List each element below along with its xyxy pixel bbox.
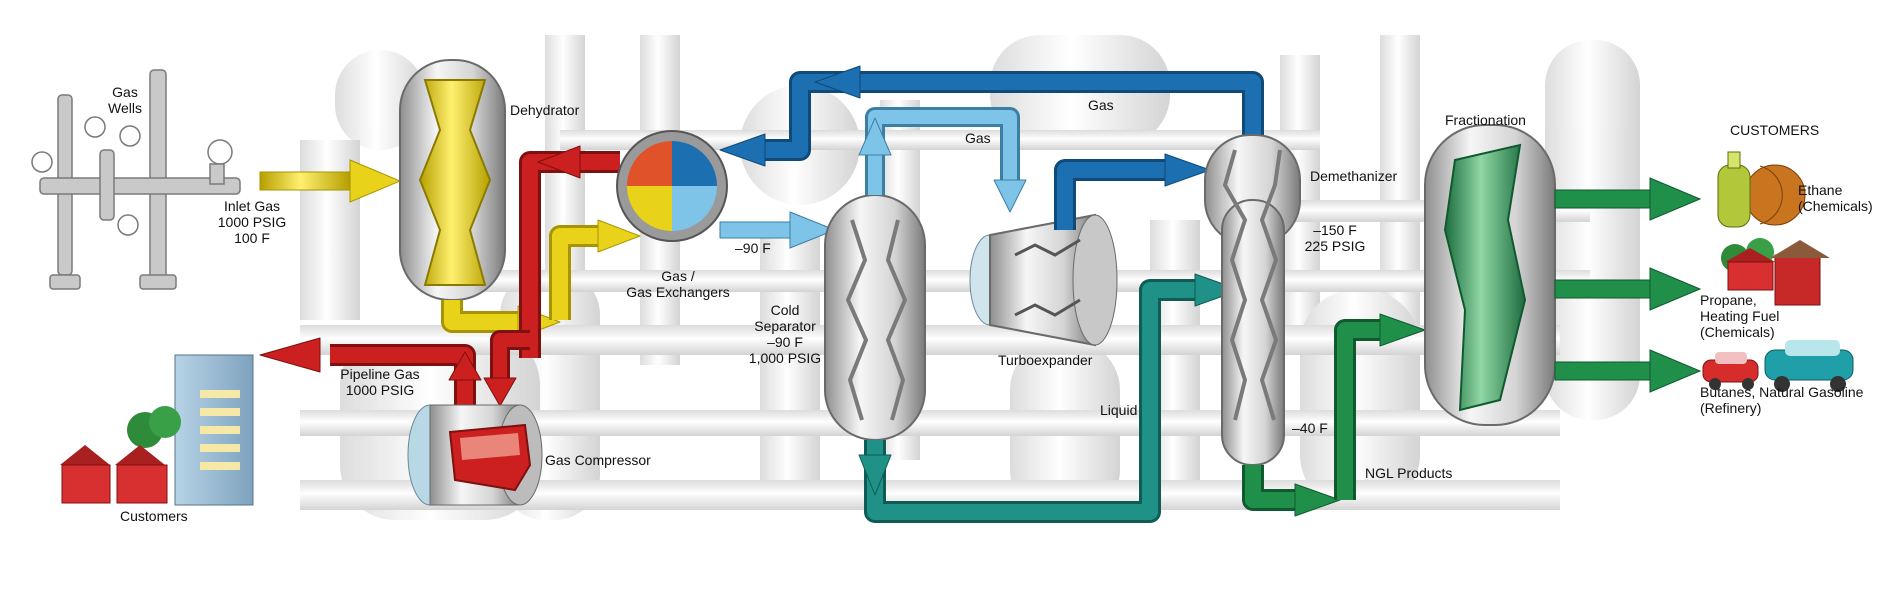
product-arrows <box>1554 177 1702 393</box>
red-pipeline-gas <box>259 145 620 410</box>
gas-exchangers-label: Gas /Gas Exchangers <box>626 268 730 300</box>
gas-compressor-label: Gas Compressor <box>545 452 651 468</box>
demethanizer-label: Demethanizer <box>1310 168 1398 184</box>
cold-gas-arrow <box>719 211 837 249</box>
customers-title: CUSTOMERS <box>1730 122 1820 138</box>
propane-label: Propane,Heating Fuel(Chemicals) <box>1700 292 1780 340</box>
butanes-label: Butanes, Natural Gasoline(Refinery) <box>1700 384 1864 416</box>
minus-90f-label: –90 F <box>735 240 771 256</box>
gas-wells-icon <box>31 69 241 290</box>
gas-top-label: Gas <box>1088 97 1114 113</box>
blue-residue-gas-pipe <box>719 65 1264 167</box>
light-blue-gas-pipe <box>858 107 1027 213</box>
turboexpander <box>969 213 1118 347</box>
gas-mid-label: Gas <box>965 130 991 146</box>
customers-buildings-icon <box>60 354 254 506</box>
ngl-products-label: NGL Products <box>1365 465 1453 481</box>
dehydrator-vessel <box>399 59 506 301</box>
cold-separator-vessel <box>824 194 926 441</box>
blue-expanded-gas-pipe <box>1054 153 1211 230</box>
demethanizer-tower <box>1204 134 1301 466</box>
fractionation-label: Fractionation <box>1445 112 1526 128</box>
propane-house-icon <box>1721 238 1830 306</box>
butanes-car-icons <box>1702 340 1854 392</box>
customers-left-label: Customers <box>120 508 188 524</box>
minus-40f-label: –40 F <box>1292 420 1328 436</box>
ethane-label: Ethane(Chemicals) <box>1798 182 1873 214</box>
inlet-gas-arrow <box>259 159 402 203</box>
teal-liquid-pipe <box>858 273 1241 523</box>
gas-gas-exchanger <box>616 130 728 242</box>
ethane-chemicals-icon <box>1717 151 1806 228</box>
dehydrator-label: Dehydrator <box>510 102 580 118</box>
turboexpander-label: Turboexpander <box>998 352 1093 368</box>
gas-compressor <box>407 404 543 506</box>
green-ngl-pipe <box>1242 313 1426 517</box>
liquid-label: Liquid <box>1100 402 1138 418</box>
fractionation-tower <box>1424 124 1556 426</box>
